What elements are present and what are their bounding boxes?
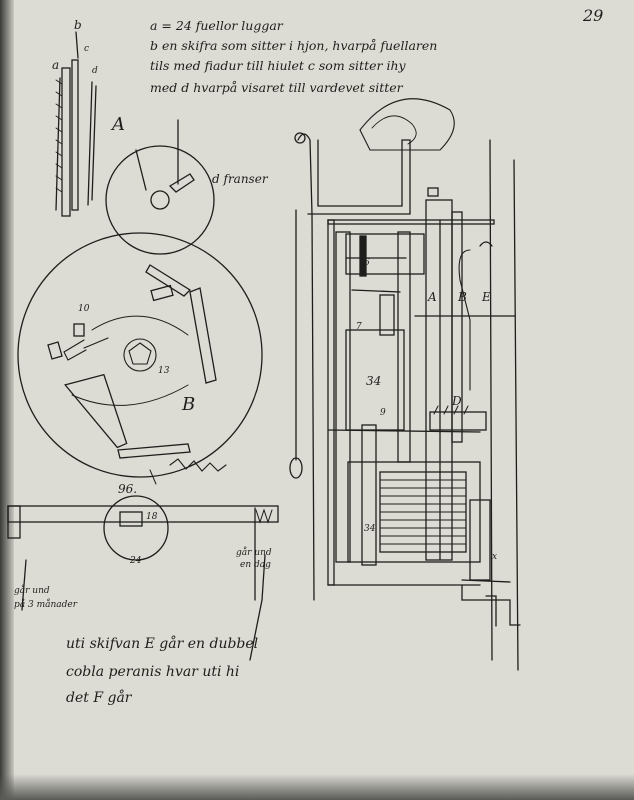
label-9: 9 [380, 408, 386, 418]
lower-bar-and-pinion-drawing [7, 495, 279, 661]
label-18: 18 [146, 512, 158, 522]
note-gar-mid: går und [236, 548, 272, 558]
label-7: 7 [356, 322, 362, 332]
label-B-wheel: B [182, 394, 196, 415]
bottom-note-line-1: uti skifvan E går en dubbel [66, 636, 259, 652]
note-line-2: b en skifra som sitter i hjon, hvarpå fu… [150, 38, 438, 53]
label-a: a [52, 58, 60, 72]
label-col-A: A [428, 290, 437, 304]
label-d: d [92, 66, 98, 76]
label-A-wheel: A [112, 114, 125, 135]
label-34-lower: 34 [364, 524, 376, 534]
escapement-strip-drawing [55, 31, 97, 217]
note-gar-left-2: på 3 månader [14, 600, 78, 610]
page-edge-shadow [0, 0, 14, 800]
label-col-E: E [482, 290, 491, 304]
label-c: c [84, 44, 90, 54]
label-6: 6 [364, 258, 370, 268]
label-b: b [74, 18, 82, 32]
label-10: 10 [78, 304, 90, 314]
large-wheel-B-drawing [17, 232, 263, 485]
bottom-note-line-2: cobla peranis hvar uti hi [66, 664, 240, 680]
page-bottom-shadow [0, 774, 634, 800]
label-x: x [492, 552, 498, 562]
label-d-franser: d franser [212, 172, 268, 186]
note-line-4: med d hvarpå visaret till vardevet sitte… [150, 80, 403, 95]
note-gar-mid-2: en dag [240, 560, 271, 570]
small-wheel-A-drawing [105, 119, 215, 255]
bottom-note-line-3: det F går [66, 690, 132, 706]
label-34: 34 [366, 374, 382, 388]
label-D: D [452, 394, 462, 408]
page-number: 29 [583, 6, 604, 25]
clockwork-frame-drawing [289, 98, 521, 671]
label-13: 13 [158, 366, 170, 376]
note-gar-left: går und [14, 586, 50, 596]
label-96: 96. [118, 482, 138, 496]
note-line-3: tils med fiadur till hiulet c som sitter… [150, 58, 406, 73]
note-line-1: a = 24 fuellor luggar [150, 18, 283, 33]
label-24: 24 [130, 556, 142, 566]
label-col-B: B [458, 290, 467, 304]
